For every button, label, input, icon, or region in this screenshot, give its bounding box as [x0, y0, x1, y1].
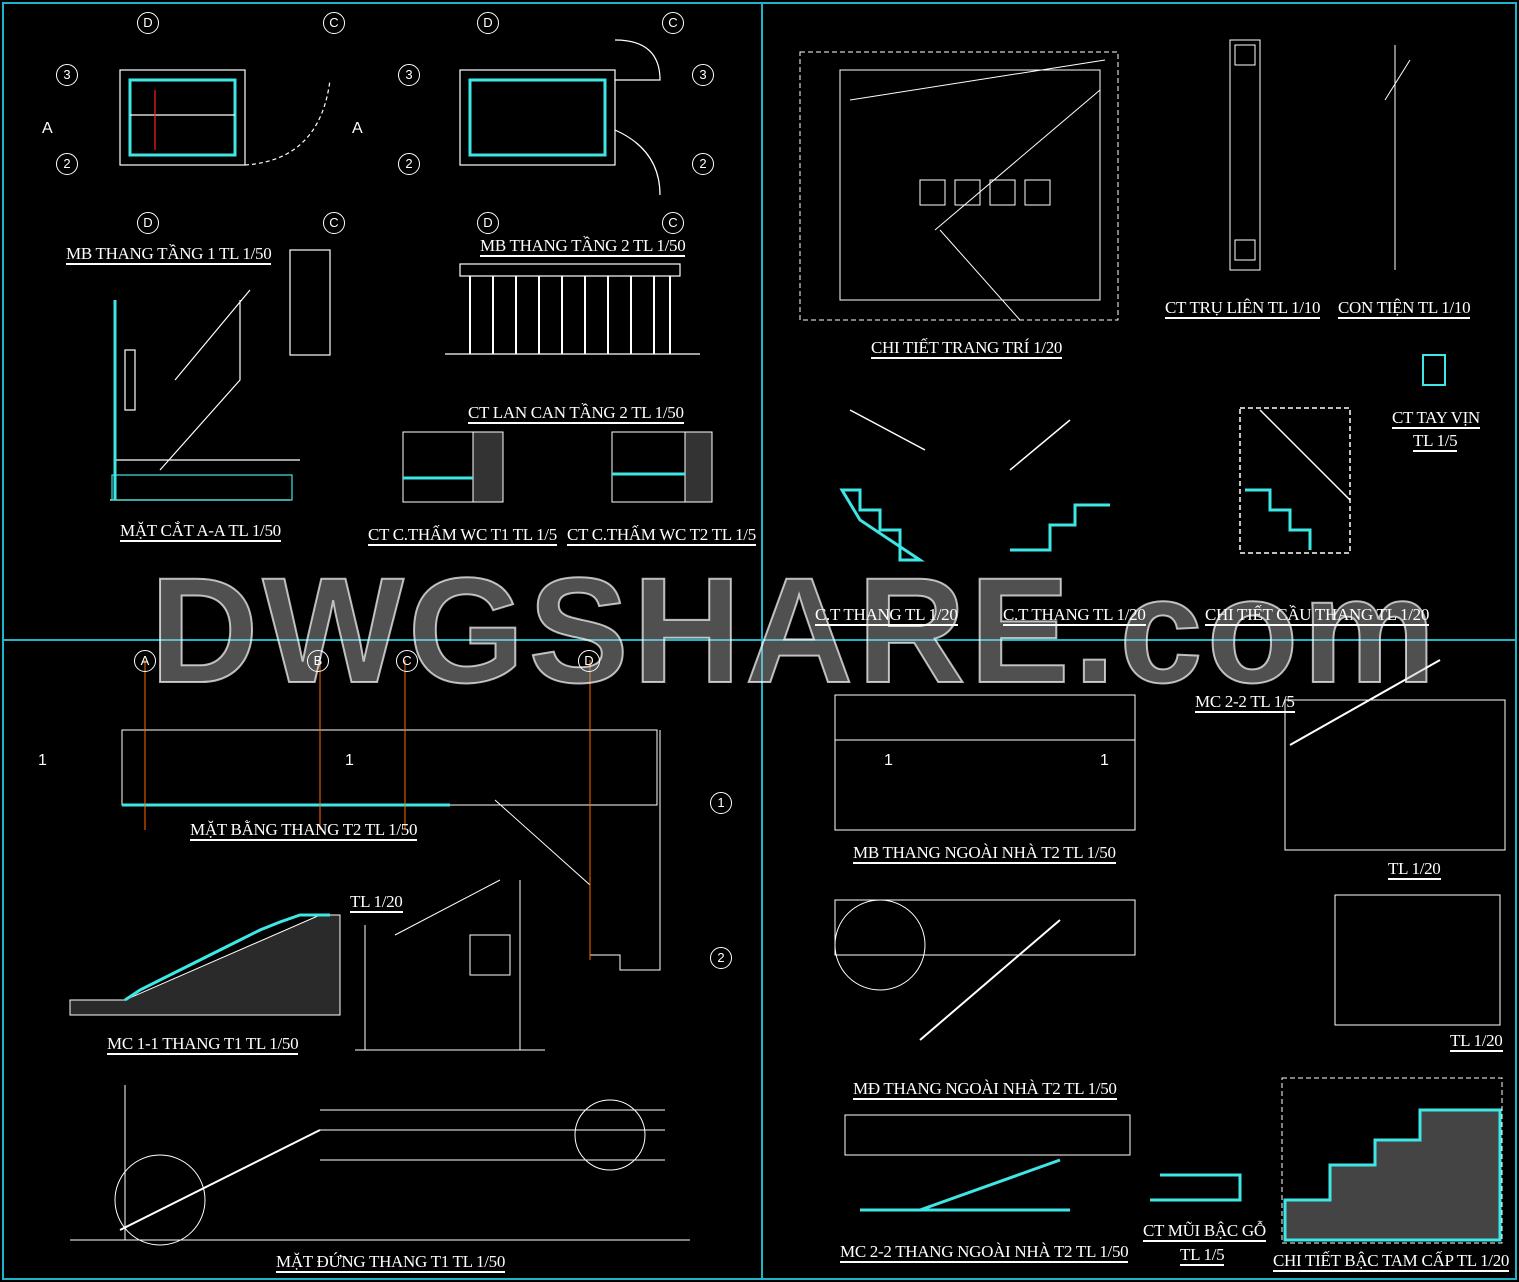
title-mb-thang-tang-2: MB THANG TẦNG 2 TL 1/50	[480, 236, 686, 257]
axis-marker-3: 3	[692, 64, 714, 86]
axis-marker-c: C	[662, 212, 684, 234]
section-mark-1: 1	[1100, 752, 1109, 769]
wc-details	[402, 431, 713, 503]
title-ct-thang-1: C.T THANG TL 1/20	[815, 605, 958, 626]
watermark: DWGSHARE.com	[149, 545, 1440, 715]
title-chi-tiet-cau-thang: CHI TIẾT CẦU THANG TL 1/20	[1205, 605, 1430, 626]
title-mat-bang-thang-t2: MẶT BẰNG THANG T2 TL 1/50	[190, 820, 418, 841]
axis-marker-c: C	[323, 212, 345, 234]
title-mc-2-2-ngoai-nha: MC 2-2 THANG NGOÀI NHÀ T2 TL 1/50	[840, 1242, 1129, 1263]
trang-tri-detail	[799, 51, 1119, 321]
title-chi-tiet-bac-tam-cap: CHI TIẾT BẬC TAM CẤP TL 1/20	[1273, 1251, 1510, 1272]
axis-marker-3: 3	[56, 64, 78, 86]
mc11-section	[69, 913, 341, 1016]
axis-marker-b: B	[307, 650, 329, 672]
axis-marker-d: D	[477, 212, 499, 234]
title-mc-2-2-small: MC 2-2 TL 1/5	[1195, 692, 1295, 713]
title-mc-1-1: MC 1-1 THANG T1 TL 1/50	[107, 1034, 299, 1055]
post-details	[1229, 39, 1446, 386]
title-mat-dung-thang-t1: MẶT ĐỨNG THANG T1 TL 1/50	[276, 1252, 506, 1273]
plan-tang-1	[119, 69, 331, 166]
axis-marker-a: A	[134, 650, 156, 672]
section-mark-1: 1	[38, 752, 47, 769]
title-con-tien: CON TIỆN TL 1/10	[1338, 298, 1471, 319]
axis-marker-2: 2	[710, 947, 732, 969]
axis-marker-2: 2	[692, 153, 714, 175]
axis-marker-d: D	[137, 212, 159, 234]
axis-marker-c: C	[662, 12, 684, 34]
axis-marker-2: 2	[398, 153, 420, 175]
title-ct-lan-can: CT LAN CAN TẦNG 2 TL 1/50	[468, 403, 684, 424]
axis-marker-3: 3	[398, 64, 420, 86]
title-ct-tay-vin: CT TAY VỊN	[1392, 408, 1480, 429]
title-ct-chong-tham-t1: CT C.THẤM WC T1 TL 1/5	[368, 525, 557, 546]
md-thang-t1	[70, 1085, 690, 1246]
title-ct-mui-bac-go-scale: TL 1/5	[1180, 1245, 1225, 1266]
axis-marker-d: D	[137, 12, 159, 34]
title-ct-mui-bac-go: CT MŨI BẬC GỖ	[1143, 1221, 1266, 1242]
mb-thang-t2	[121, 660, 661, 971]
plan-tang-2	[459, 39, 661, 196]
axis-marker-c: C	[323, 12, 345, 34]
section-mark-a: A	[42, 120, 53, 137]
tl20-railing-a	[355, 879, 545, 1051]
section-mark-1: 1	[884, 752, 893, 769]
title-tl-1-20: TL 1/20	[1450, 1031, 1503, 1052]
axis-marker-d: D	[477, 12, 499, 34]
title-ct-tay-vin-scale: TL 1/5	[1413, 431, 1458, 452]
title-md-thang-ngoai-nha: MĐ THANG NGOÀI NHÀ T2 TL 1/50	[853, 1079, 1117, 1100]
lan-can-elevation	[445, 263, 700, 355]
section-aa	[110, 249, 331, 501]
axis-marker-2: 2	[56, 153, 78, 175]
title-ct-thang-2: C.T THANG TL 1/20	[1003, 605, 1146, 626]
stair-details-row	[839, 407, 1351, 562]
title-tl-1-20: TL 1/20	[1388, 859, 1441, 880]
axis-marker-1: 1	[710, 792, 732, 814]
tam-cap-detail	[1150, 1077, 1503, 1244]
axis-marker-c: C	[396, 650, 418, 672]
title-chi-tiet-trang-tri: CHI TIẾT TRANG TRÍ 1/20	[871, 338, 1063, 359]
title-ct-chong-tham-t2: CT C.THẤM WC T2 TL 1/5	[567, 525, 756, 546]
axis-marker-d: D	[578, 650, 600, 672]
section-mark-1: 1	[345, 752, 354, 769]
section-mark-a: A	[352, 120, 363, 137]
ngoai-nha-drawings	[834, 659, 1506, 1212]
title-ct-tru-lien: CT TRỤ LIÊN TL 1/10	[1165, 298, 1321, 319]
title-mb-thang-tang-1: MB THANG TẦNG 1 TL 1/50	[66, 244, 272, 265]
title-tl-1-20: TL 1/20	[350, 892, 403, 913]
title-mat-cat-aa: MẶT CẮT A-A TL 1/50	[120, 521, 281, 542]
title-mb-thang-ngoai-nha: MB THANG NGOÀI NHÀ T2 TL 1/50	[853, 843, 1116, 864]
